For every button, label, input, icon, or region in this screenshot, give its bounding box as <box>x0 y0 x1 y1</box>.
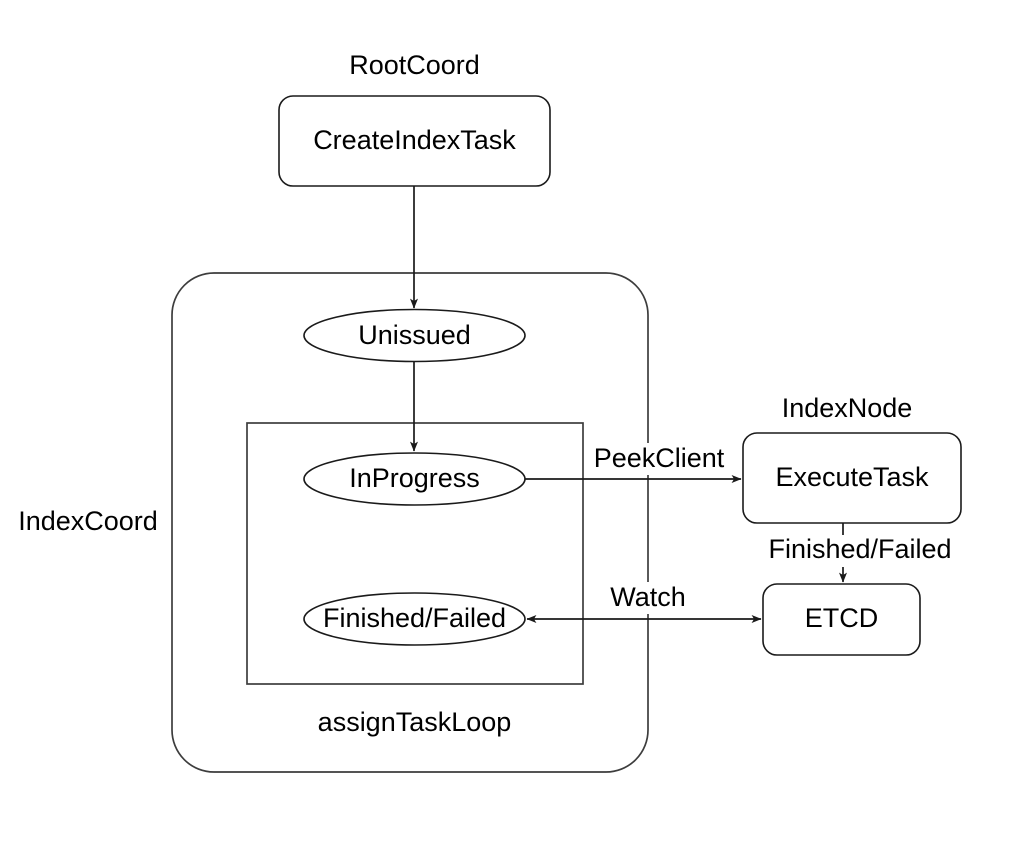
group-label-indexnode: IndexNode <box>782 393 913 423</box>
etcd-shape <box>762 583 921 656</box>
finished-failed-label: Finished/Failed <box>323 603 506 633</box>
node-etcd[interactable]: ETCD <box>762 583 921 656</box>
group-label-indexcoord: IndexCoord <box>18 506 158 536</box>
finished-failed-edge-label-text: Finished/Failed <box>768 534 951 564</box>
node-finished-failed[interactable]: Finished/Failed <box>303 592 526 646</box>
execute-task-shape <box>742 432 962 524</box>
group-indexcoord-box <box>171 272 649 773</box>
inprogress-shape <box>303 452 526 506</box>
peekclient-label-text: PeekClient <box>594 443 725 473</box>
unissued-shape <box>303 308 526 363</box>
create-index-task-shape <box>278 95 551 187</box>
create-index-task-label: CreateIndexTask <box>313 125 516 155</box>
edge-label-peekclient: PeekClient <box>585 443 733 475</box>
node-execute-task[interactable]: ExecuteTask <box>742 432 962 524</box>
edge-label-watch: Watch <box>600 582 696 614</box>
node-inprogress[interactable]: InProgress <box>303 452 526 506</box>
group-label-assigntaskloop: assignTaskLoop <box>318 707 512 737</box>
finished-failed-shape <box>303 592 526 646</box>
edge-label-finished-failed-transition: Finished/Failed <box>758 534 964 567</box>
unissued-label: Unissued <box>358 320 471 350</box>
node-create-index-task[interactable]: CreateIndexTask <box>278 95 551 187</box>
group-label-rootcoord: RootCoord <box>349 50 480 80</box>
node-unissued[interactable]: Unissued <box>303 308 526 363</box>
etcd-label: ETCD <box>805 603 879 633</box>
execute-task-label: ExecuteTask <box>775 462 929 492</box>
watch-label-text: Watch <box>610 582 686 612</box>
group-assigntaskloop-box <box>246 422 584 685</box>
inprogress-label: InProgress <box>349 463 480 493</box>
